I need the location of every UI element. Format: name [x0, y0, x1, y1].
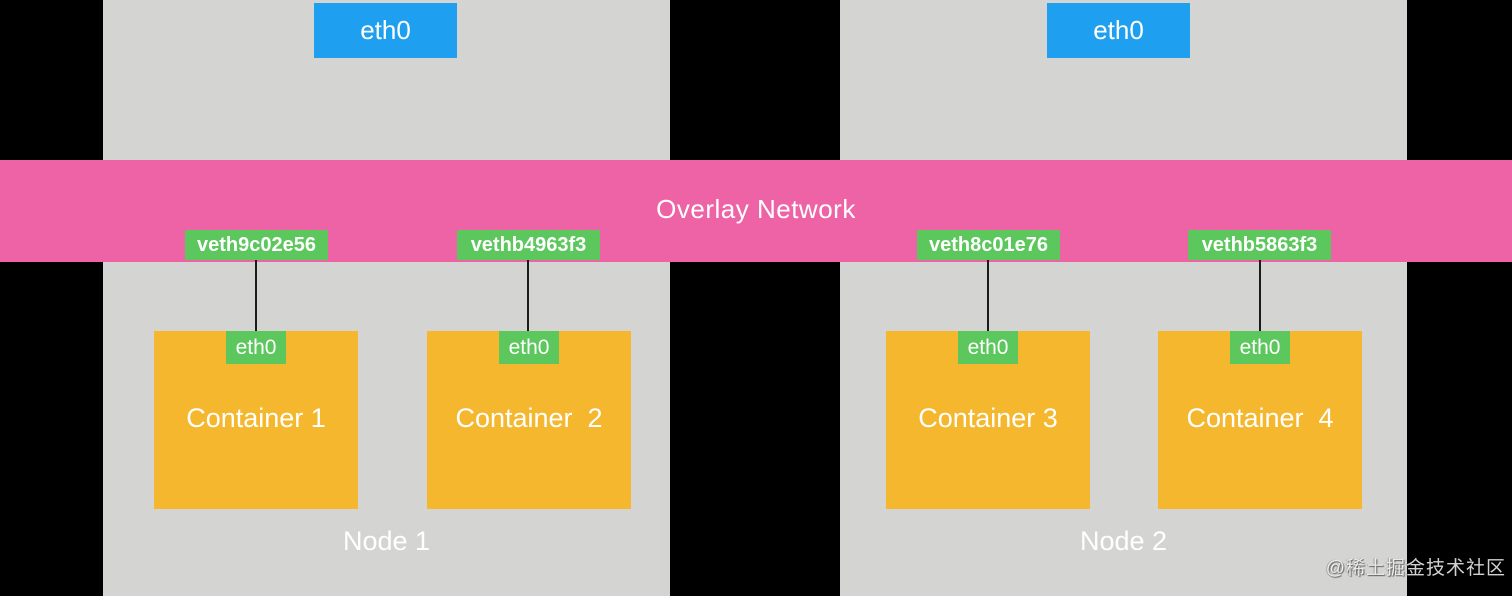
- container-2-eth0-label: eth0: [499, 331, 559, 364]
- veth-endpoint-2: vethb4963f3: [457, 230, 600, 260]
- veth2-connector-line: [527, 260, 529, 332]
- veth3-connector-line: [987, 260, 989, 332]
- node-2-caption: Node 2: [1079, 526, 1168, 556]
- veth-endpoint-1: veth9c02e56: [185, 230, 328, 260]
- overlay-network-label: Overlay Network: [656, 194, 856, 224]
- node-1-caption: Node 1: [342, 526, 431, 556]
- container-2-box: eth0 Container 2: [427, 331, 631, 509]
- container-4-eth0-label: eth0: [1230, 331, 1290, 364]
- node-2-eth0-label: eth0: [1093, 15, 1144, 45]
- node-2-eth0-interface: eth0: [1047, 3, 1190, 58]
- container-4-box: eth0 Container 4: [1158, 331, 1362, 509]
- watermark-text: @稀土掘金技术社区: [1325, 558, 1506, 579]
- container-1-label: Container 1: [186, 403, 326, 433]
- container-2-label: Container 2: [455, 403, 603, 433]
- container-1-eth0-label: eth0: [226, 331, 286, 364]
- node-1-eth0-label: eth0: [360, 15, 411, 45]
- node-1-eth0-interface: eth0: [314, 3, 457, 58]
- container-4-label: Container 4: [1186, 403, 1334, 433]
- container-3-label: Container 3: [918, 403, 1058, 433]
- veth4-connector-line: [1259, 260, 1261, 332]
- container-1-box: eth0 Container 1: [154, 331, 358, 509]
- veth1-connector-line: [255, 260, 257, 332]
- container-3-box: eth0 Container 3: [886, 331, 1090, 509]
- container-3-eth0-label: eth0: [958, 331, 1018, 364]
- veth-endpoint-3: veth8c01e76: [917, 230, 1060, 260]
- veth-endpoint-4: vethb5863f3: [1188, 230, 1331, 260]
